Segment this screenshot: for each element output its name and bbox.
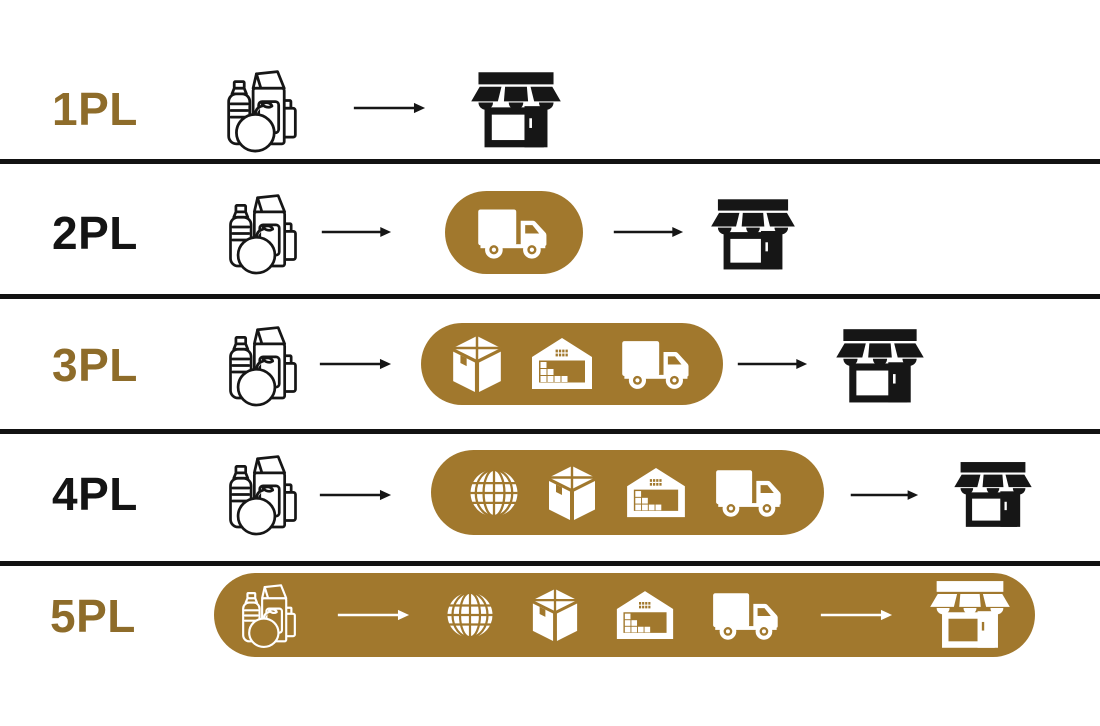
transport-highlight-pill <box>445 191 583 274</box>
row-1pl-label: 1PL <box>52 83 138 136</box>
logistics-highlight-pill <box>421 323 723 405</box>
warehouse-icon <box>530 337 594 391</box>
warehouse-icon <box>615 590 675 641</box>
delivery-truck-icon <box>714 468 786 517</box>
warehouse-icon <box>625 467 687 519</box>
storefront-icon <box>710 198 796 273</box>
row-3pl-label: 3PL <box>52 339 138 392</box>
groceries-icon <box>224 190 302 277</box>
row-separator-1 <box>0 159 1100 164</box>
storefront-icon <box>953 461 1033 530</box>
arrow-right-icon <box>318 356 392 372</box>
delivery-truck-icon <box>476 207 552 259</box>
arrow-right-icon <box>736 356 808 372</box>
storefront-icon <box>835 328 925 406</box>
arrow-right-icon <box>612 224 684 240</box>
groceries-icon <box>224 451 302 538</box>
arrow-right-icon <box>849 487 919 503</box>
arrow-right-icon <box>352 100 426 116</box>
package-box-icon <box>546 465 598 521</box>
storefront-icon <box>929 580 1011 651</box>
delivery-truck-icon <box>711 591 783 640</box>
network-highlight-pill <box>431 450 824 535</box>
row-separator-2 <box>0 294 1100 299</box>
row-separator-3 <box>0 429 1100 434</box>
arrow-right-icon <box>336 607 410 623</box>
globe-icon <box>446 591 494 639</box>
row-separator-4 <box>0 561 1100 566</box>
groceries-icon <box>222 66 302 155</box>
groceries-icon <box>224 322 302 409</box>
package-box-icon <box>450 335 504 393</box>
delivery-truck-icon <box>620 339 694 389</box>
globe-icon <box>469 468 519 518</box>
row-2pl-label: 2PL <box>52 207 138 260</box>
groceries-icon <box>238 581 300 650</box>
storefront-icon <box>470 71 562 151</box>
arrow-right-icon <box>819 607 893 623</box>
arrow-right-icon <box>318 487 392 503</box>
full-chain-highlight-pill <box>214 573 1035 657</box>
arrow-right-icon <box>320 224 392 240</box>
package-box-icon <box>530 588 580 642</box>
row-4pl-label: 4PL <box>52 468 138 521</box>
row-5pl-label: 5PL <box>50 590 136 643</box>
